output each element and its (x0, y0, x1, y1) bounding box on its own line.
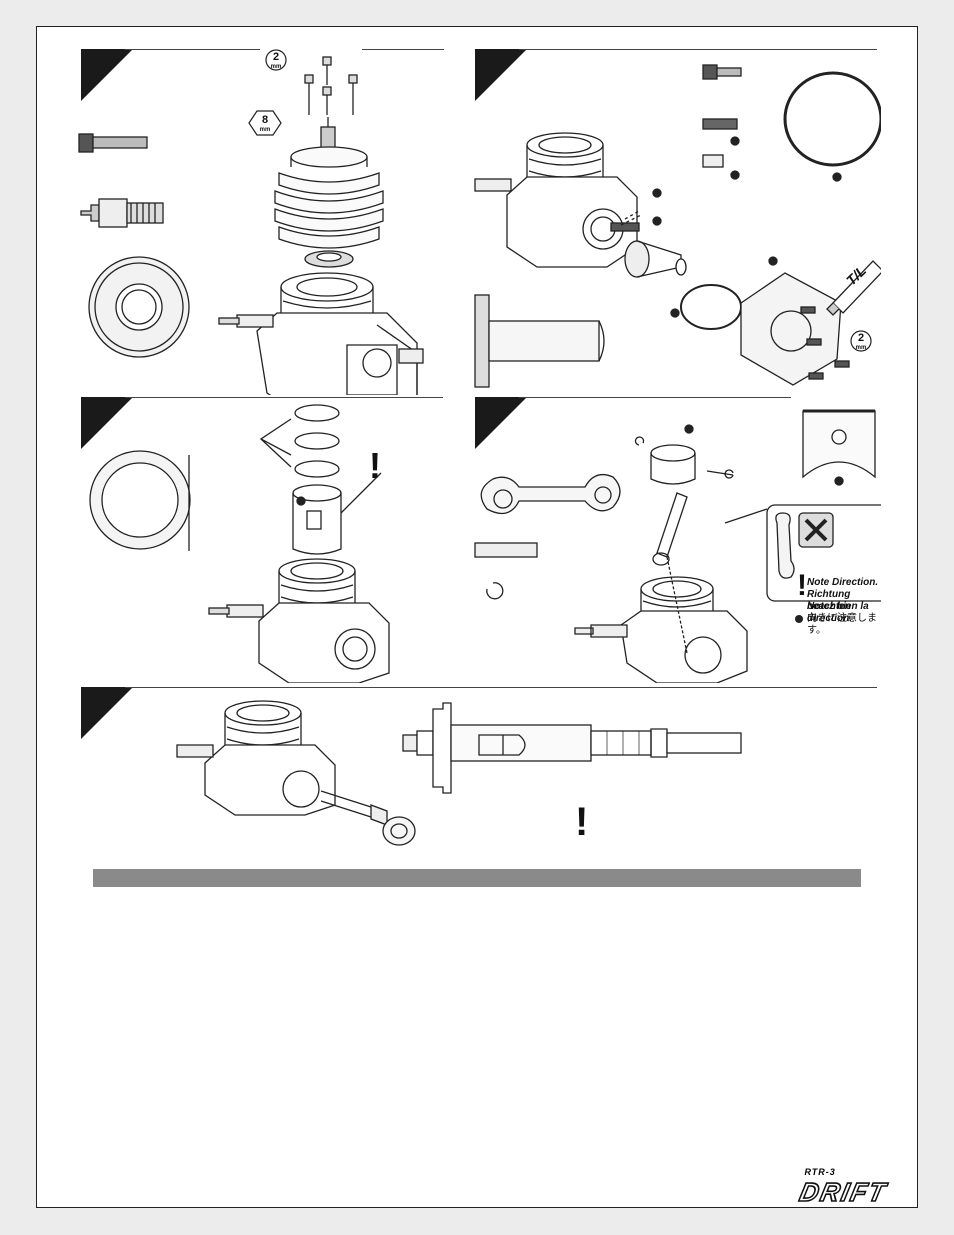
step-panel-piston-conrod: ! Note Direction. Richtung beachten Note… (471, 393, 881, 683)
step-panel-rear-cover: T/L 2 mm (471, 45, 881, 395)
note-direction-en: Note Direction. (807, 577, 879, 588)
cylinder-head-exploded-drawing: 2 mm 8 mm (78, 49, 424, 395)
step-corner-marker (81, 397, 133, 449)
bullet-icon (795, 615, 803, 623)
crankshaft-drawing (176, 700, 742, 846)
warning-symbol-crankshaft: ! (575, 800, 589, 844)
step-header-rule (125, 49, 260, 50)
manual-page: 2 mm 8 mm (36, 26, 918, 1208)
cylinder-liner-exploded-drawing (89, 404, 390, 683)
section-divider-bar (93, 869, 861, 887)
step-corner-marker (475, 49, 527, 101)
logo-big-text: DRIFT (797, 1176, 892, 1207)
step-panel-crankshaft: ! (77, 683, 881, 859)
hex-8mm-unit: mm (260, 127, 271, 133)
note-direction-jp: 向きに注意します。 (807, 613, 877, 636)
step-header-rule (519, 397, 791, 398)
hex-2mm-size: 2 (858, 332, 864, 344)
note-direction-de: Richtung beachten (807, 589, 851, 612)
step-header-rule (362, 49, 444, 50)
warning-symbol-small: ! (797, 569, 807, 602)
hex-2mm-unit: mm (271, 64, 282, 70)
hex-8mm-size: 8 (262, 114, 268, 126)
step-header-rule (519, 49, 877, 50)
step-header-rule (125, 397, 443, 398)
rear-cover-exploded-drawing: T/L 2 mm (474, 64, 881, 388)
warning-symbol: ! (369, 445, 381, 486)
step-corner-marker (475, 397, 527, 449)
piston-conrod-exploded-drawing (474, 409, 881, 683)
step-corner-marker (81, 687, 133, 739)
hex-2mm-size: 2 (273, 51, 279, 63)
step-header-rule (125, 687, 877, 688)
step-panel-cylinder-head: 2 mm 8 mm (77, 45, 447, 395)
note-direction-fr: Notez bien la direction. (807, 601, 869, 624)
logo-small-text: RTR-3 (804, 1167, 836, 1177)
step-panel-cylinder-liner: ! (77, 393, 447, 683)
step-corner-marker (81, 49, 133, 101)
rtr3-drift-logo: RTR-3 DRIFT (797, 1167, 892, 1207)
hex-2mm-unit: mm (856, 345, 867, 351)
